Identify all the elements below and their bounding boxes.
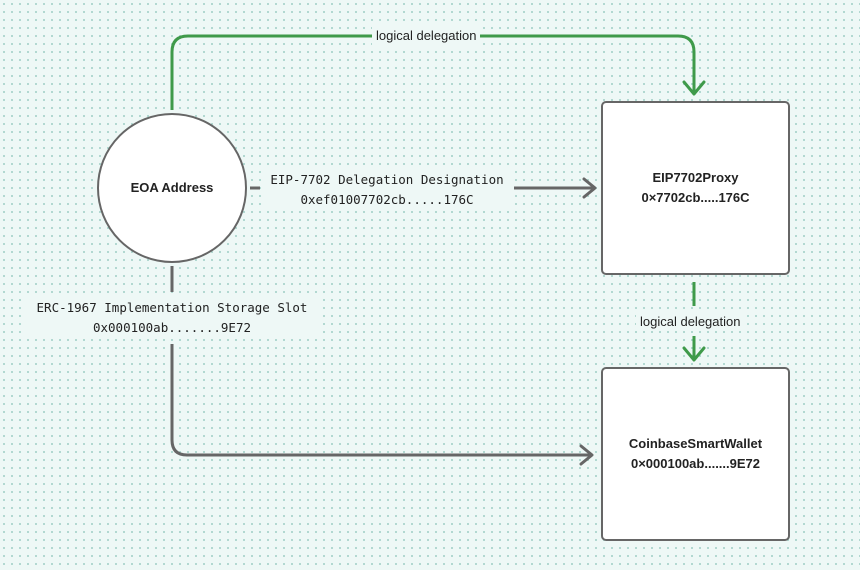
edge-label-eoa-proxy-logical-text: logical delegation [376,28,477,43]
eoa-address-title: EOA Address [130,180,214,195]
edge-label-eoa-proxy-logical: logical delegation [372,27,481,45]
edge-label-proxy-wallet-logical: logical delegation [636,313,745,331]
edge-label-storage-line1: ERC-1967 Implementation Storage Slot [36,300,308,315]
edge-label-eoa-wallet-storage: ERC-1967 Implementation Storage Slot 0x0… [22,298,322,338]
eip7702-proxy-title: EIP7702Proxy [652,170,739,185]
edge-eoa-proxy-logical [170,34,696,110]
eip7702-proxy-address: 0×7702cb.....176C [641,190,750,205]
edge-eoa-wallet-storage [170,266,590,457]
arrowhead-eoa-proxy-designation [582,177,597,199]
arrowhead-eoa-proxy-logical [682,80,706,96]
edge-label-storage-line2: 0x000100ab.......9E72 [92,320,252,335]
eoa-address-node: EOA Address [97,113,247,263]
eip7702-proxy-node: EIP7702Proxy 0×7702cb.....176C [601,101,790,275]
arrowhead-proxy-wallet-logical [682,346,706,362]
coinbase-smart-wallet-node: CoinbaseSmartWallet 0×000100ab.......9E7… [601,367,790,541]
arrowhead-eoa-wallet-storage [579,444,594,466]
edge-label-designation-line1: EIP-7702 Delegation Designation [270,172,504,187]
edge-label-designation-line2: 0xef01007702cb.....176C [300,192,474,207]
edge-label-proxy-wallet-logical-text: logical delegation [640,314,741,329]
edge-label-eoa-proxy-designation: EIP-7702 Delegation Designation 0xef0100… [262,170,512,210]
coinbase-smart-wallet-address: 0×000100ab.......9E72 [630,456,761,471]
coinbase-smart-wallet-title: CoinbaseSmartWallet [628,436,763,451]
